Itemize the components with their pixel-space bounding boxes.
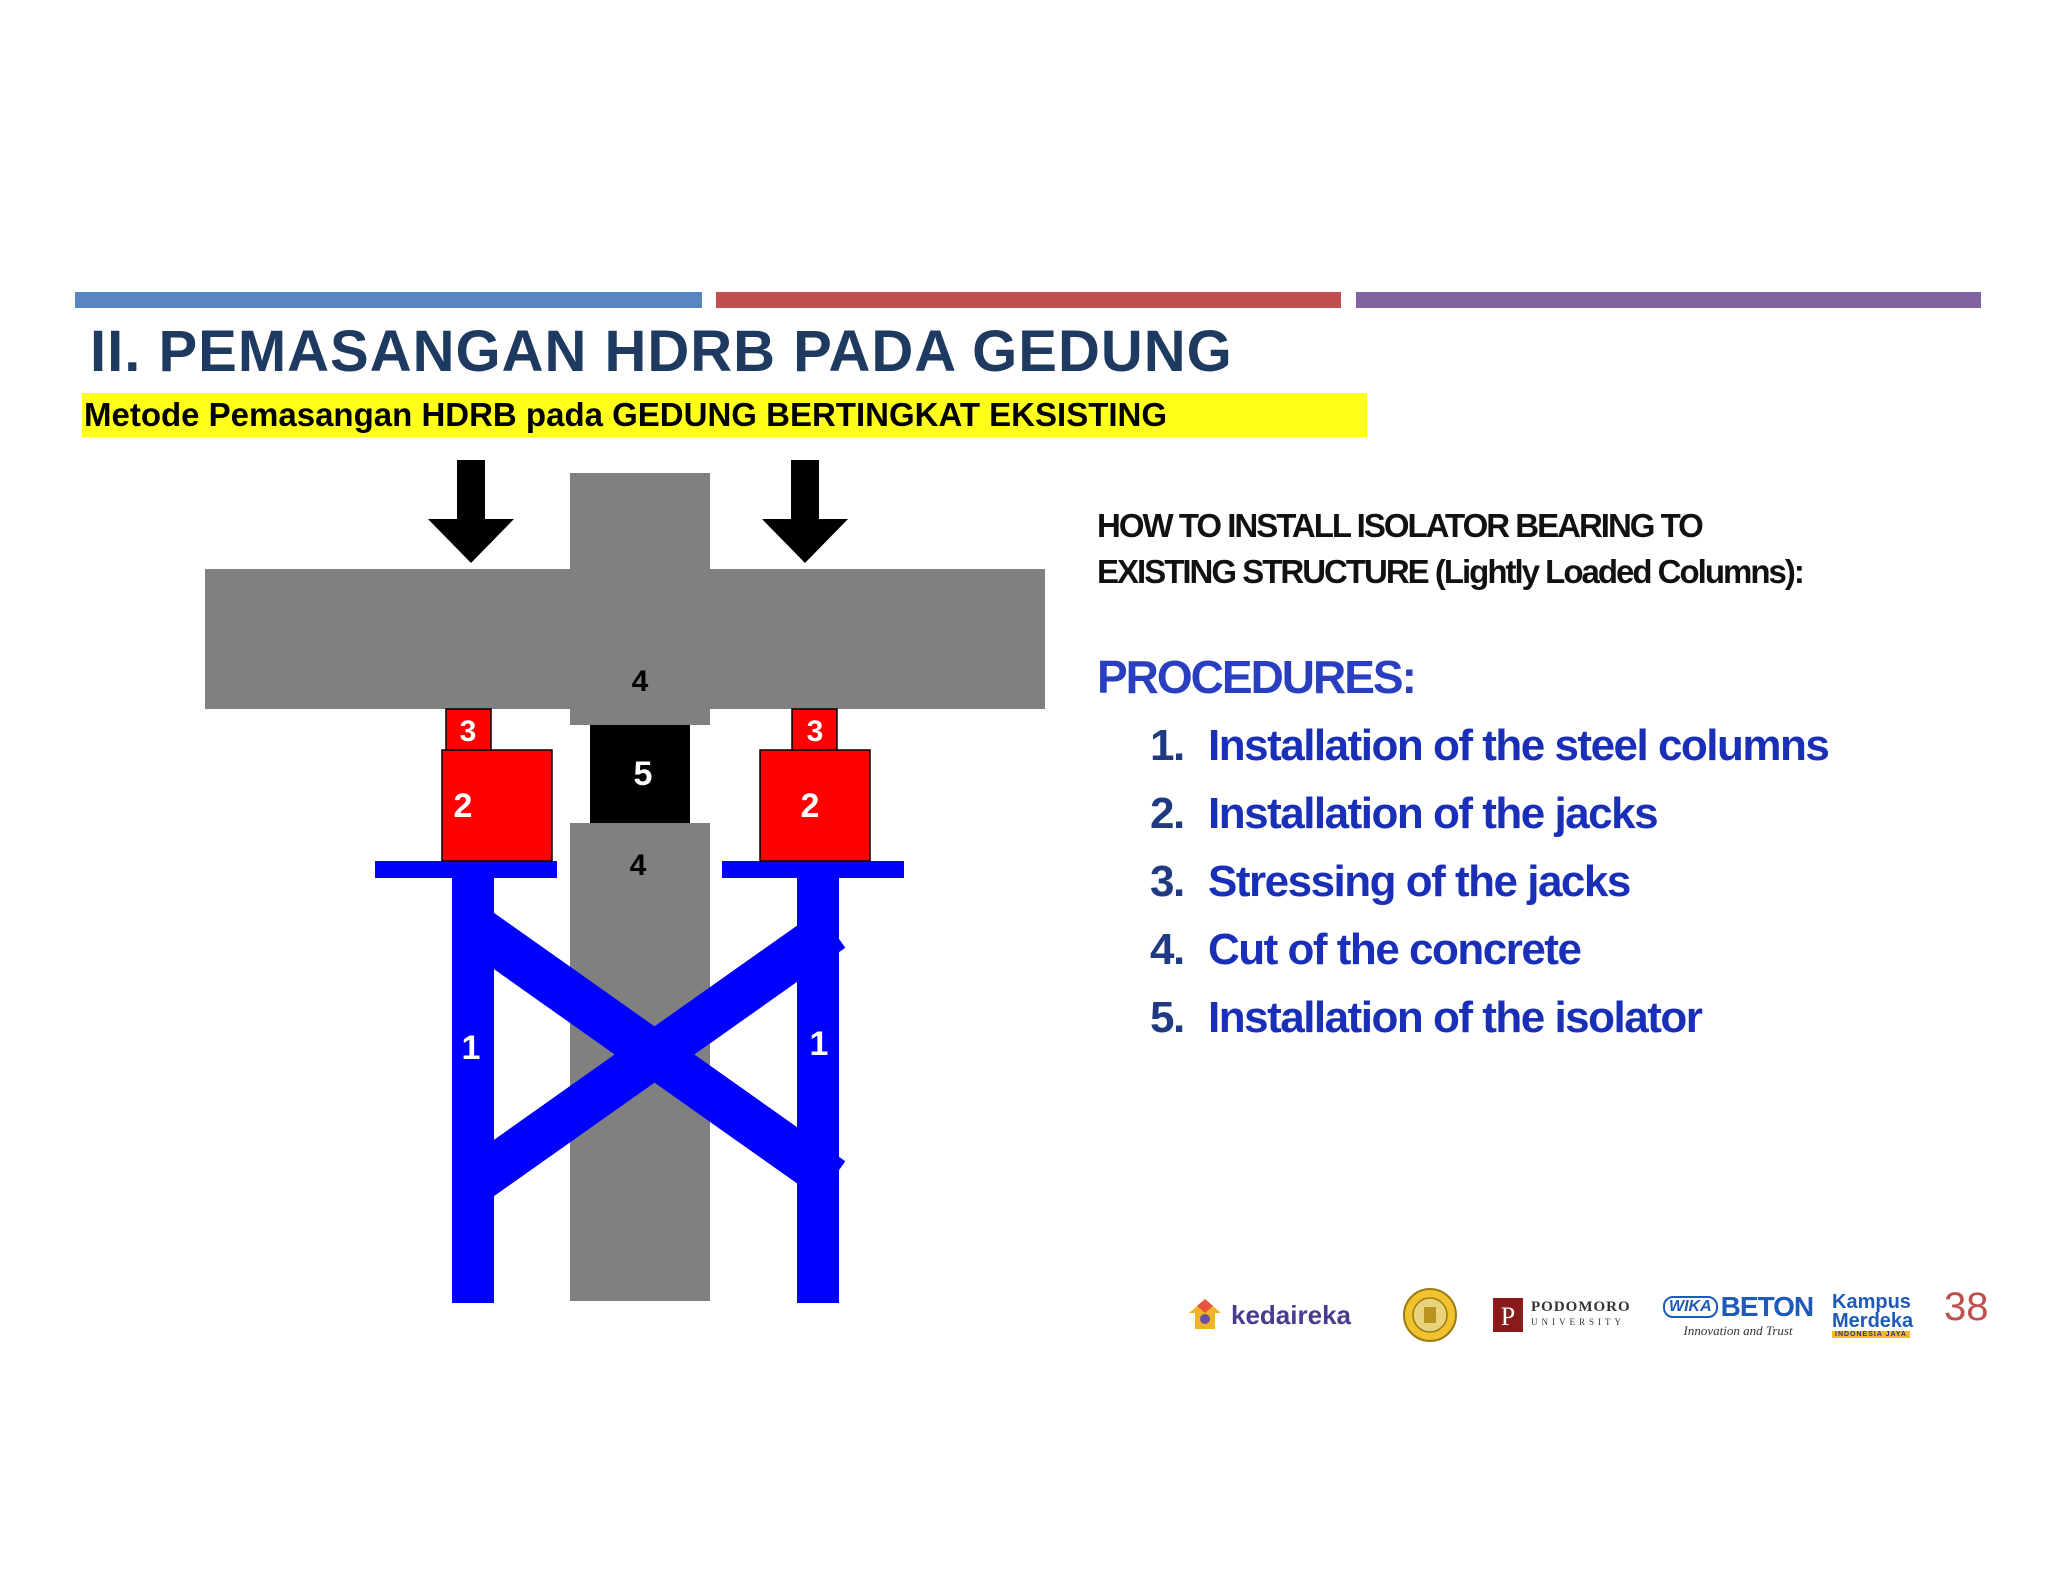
podomoro-text-2: UNIVERSITY bbox=[1531, 1317, 1625, 1327]
procedure-item: 2. Installation of the jacks bbox=[1150, 780, 1828, 848]
label-isolator: 5 bbox=[634, 755, 653, 793]
label-shim-right: 3 bbox=[807, 715, 824, 748]
header-bar-red bbox=[716, 292, 1341, 308]
university-seal-logo bbox=[1402, 1278, 1458, 1352]
kedaireka-house-icon bbox=[1189, 1299, 1221, 1329]
procedure-item: 5. Installation of the isolator bbox=[1150, 984, 1828, 1052]
label-jack-left: 2 bbox=[454, 787, 473, 825]
subtitle-part-1: Metode Pemasangan bbox=[84, 396, 422, 433]
procedure-text: Installation of the isolator bbox=[1208, 993, 1703, 1042]
procedures-list: 1. Installation of the steel columns 2. In… bbox=[1150, 712, 1830, 1052]
howto-heading: HOW TO INSTALL ISOLATOR BEARING TO EXIST… bbox=[1097, 503, 1805, 595]
procedures-heading: PROCEDURES: bbox=[1097, 651, 1417, 703]
load-arrow-left-icon bbox=[428, 460, 514, 563]
kedaireka-text: kedaireka bbox=[1231, 1299, 1351, 1330]
kampus-text: Kampus bbox=[1832, 1290, 1911, 1313]
procedure-text: Cut of the concrete bbox=[1208, 925, 1582, 974]
load-arrow-right-icon bbox=[762, 460, 848, 563]
wika-text: WIKA bbox=[1663, 1296, 1718, 1318]
wika-tagline: Innovation and Trust bbox=[1683, 1323, 1793, 1338]
procedure-text: Installation of the steel columns bbox=[1208, 721, 1830, 770]
podomoro-p-icon: P bbox=[1493, 1298, 1523, 1332]
wika-beton-logo: WIKA BETON Innovation and Trust bbox=[1663, 1278, 1814, 1352]
procedure-number: 4. bbox=[1150, 925, 1185, 974]
footer-logos: kedaireka P PODOMORO UNIVERSITY WIKA BET… bbox=[1160, 1278, 1982, 1352]
beton-text: BETON bbox=[1720, 1291, 1814, 1322]
isolator-block bbox=[590, 725, 690, 823]
howto-line-2: EXISTING STRUCTURE (Lightly Loaded Colum… bbox=[1097, 553, 1805, 590]
page-number: 38 bbox=[1944, 1285, 1989, 1329]
procedure-number: 3. bbox=[1150, 857, 1185, 906]
shim-right bbox=[791, 708, 838, 751]
label-concrete-top: 4 bbox=[632, 665, 649, 698]
procedure-number: 5. bbox=[1150, 993, 1185, 1042]
shim-left bbox=[445, 708, 492, 751]
howto-line-1: HOW TO INSTALL ISOLATOR BEARING TO bbox=[1097, 507, 1704, 544]
jack-left bbox=[441, 749, 553, 862]
podomoro-logo: P PODOMORO UNIVERSITY bbox=[1493, 1278, 1631, 1352]
label-column-right: 1 bbox=[810, 1025, 829, 1063]
label-concrete-bottom: 4 bbox=[630, 849, 647, 882]
procedure-text: Installation of the jacks bbox=[1208, 789, 1659, 838]
label-column-left: 1 bbox=[462, 1029, 481, 1067]
jack-right bbox=[759, 749, 871, 862]
procedure-text: Stressing of the jacks bbox=[1208, 857, 1631, 906]
label-shim-left: 3 bbox=[460, 715, 477, 748]
isolator-installation-diagram: 4 4 5 1 1 2 2 3 3 bbox=[205, 460, 1045, 1303]
concrete-upper bbox=[205, 473, 1045, 725]
label-jack-right: 2 bbox=[801, 787, 820, 825]
procedure-item: 4. Cut of the concrete bbox=[1150, 916, 1828, 984]
podomoro-text-1: PODOMORO bbox=[1531, 1299, 1631, 1315]
kedaireka-logo: kedaireka bbox=[1185, 1278, 1351, 1352]
subtitle-part-2: HDRB bbox=[421, 396, 517, 433]
subtitle-text: Metode Pemasangan HDRB pada GEDUNG BERTI… bbox=[82, 396, 1167, 433]
subtitle-part-4: GEDUNG BERTINGKAT EKSISTING bbox=[612, 396, 1168, 433]
subtitle-part-3: pada bbox=[516, 396, 613, 433]
header-bar-blue bbox=[75, 292, 702, 308]
page-title: II. PEMASANGAN HDRB PADA GEDUNG bbox=[90, 319, 1233, 384]
kampus-merdeka-logo: Kampus Merdeka INDONESIA JAYA bbox=[1832, 1278, 1913, 1352]
procedure-item: 3. Stressing of the jacks bbox=[1150, 848, 1828, 916]
procedure-number: 1. bbox=[1150, 721, 1185, 770]
procedure-item: 1. Installation of the steel columns bbox=[1150, 712, 1830, 780]
subtitle-highlight: Metode Pemasangan HDRB pada GEDUNG BERTI… bbox=[82, 393, 1367, 437]
svg-text:P: P bbox=[1501, 1302, 1515, 1331]
procedure-number: 2. bbox=[1150, 789, 1185, 838]
seal-icon bbox=[1403, 1288, 1457, 1342]
indonesia-jaya-text: INDONESIA JAYA bbox=[1832, 1330, 1910, 1338]
header-bar-purple bbox=[1356, 292, 1981, 308]
merdeka-text: Merdeka bbox=[1832, 1309, 1914, 1332]
steel-frame bbox=[375, 861, 904, 1303]
